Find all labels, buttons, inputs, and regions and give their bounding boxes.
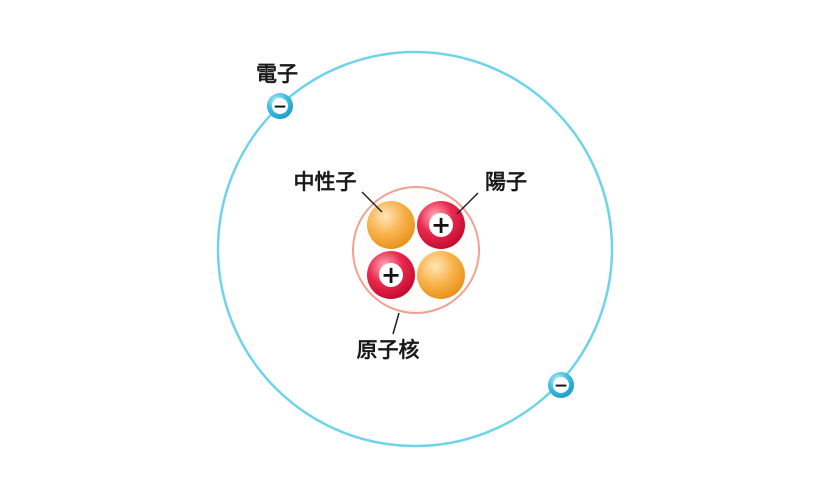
nucleus-leader-line [392, 312, 400, 335]
plus-icon: + [381, 261, 401, 289]
neutron-leader-line [361, 191, 383, 213]
neutron-label: 中性子 [294, 170, 357, 194]
minus-icon: − [554, 376, 568, 396]
proton-particle: + [417, 201, 465, 249]
proton-particle: + [367, 251, 415, 299]
minus-icon: − [273, 97, 287, 117]
electron-label: 電子 [256, 62, 298, 86]
neutron-particle [367, 201, 415, 249]
electron-particle: − [548, 372, 574, 398]
proton-label: 陽子 [485, 170, 527, 194]
neutron-particle [417, 251, 465, 299]
proton-leader-line [456, 192, 479, 215]
nucleus-outline [352, 186, 480, 314]
electron-particle: − [267, 93, 293, 119]
electron-orbit [216, 50, 614, 448]
nucleus-label: 原子核 [357, 338, 420, 362]
plus-icon: + [431, 211, 451, 239]
